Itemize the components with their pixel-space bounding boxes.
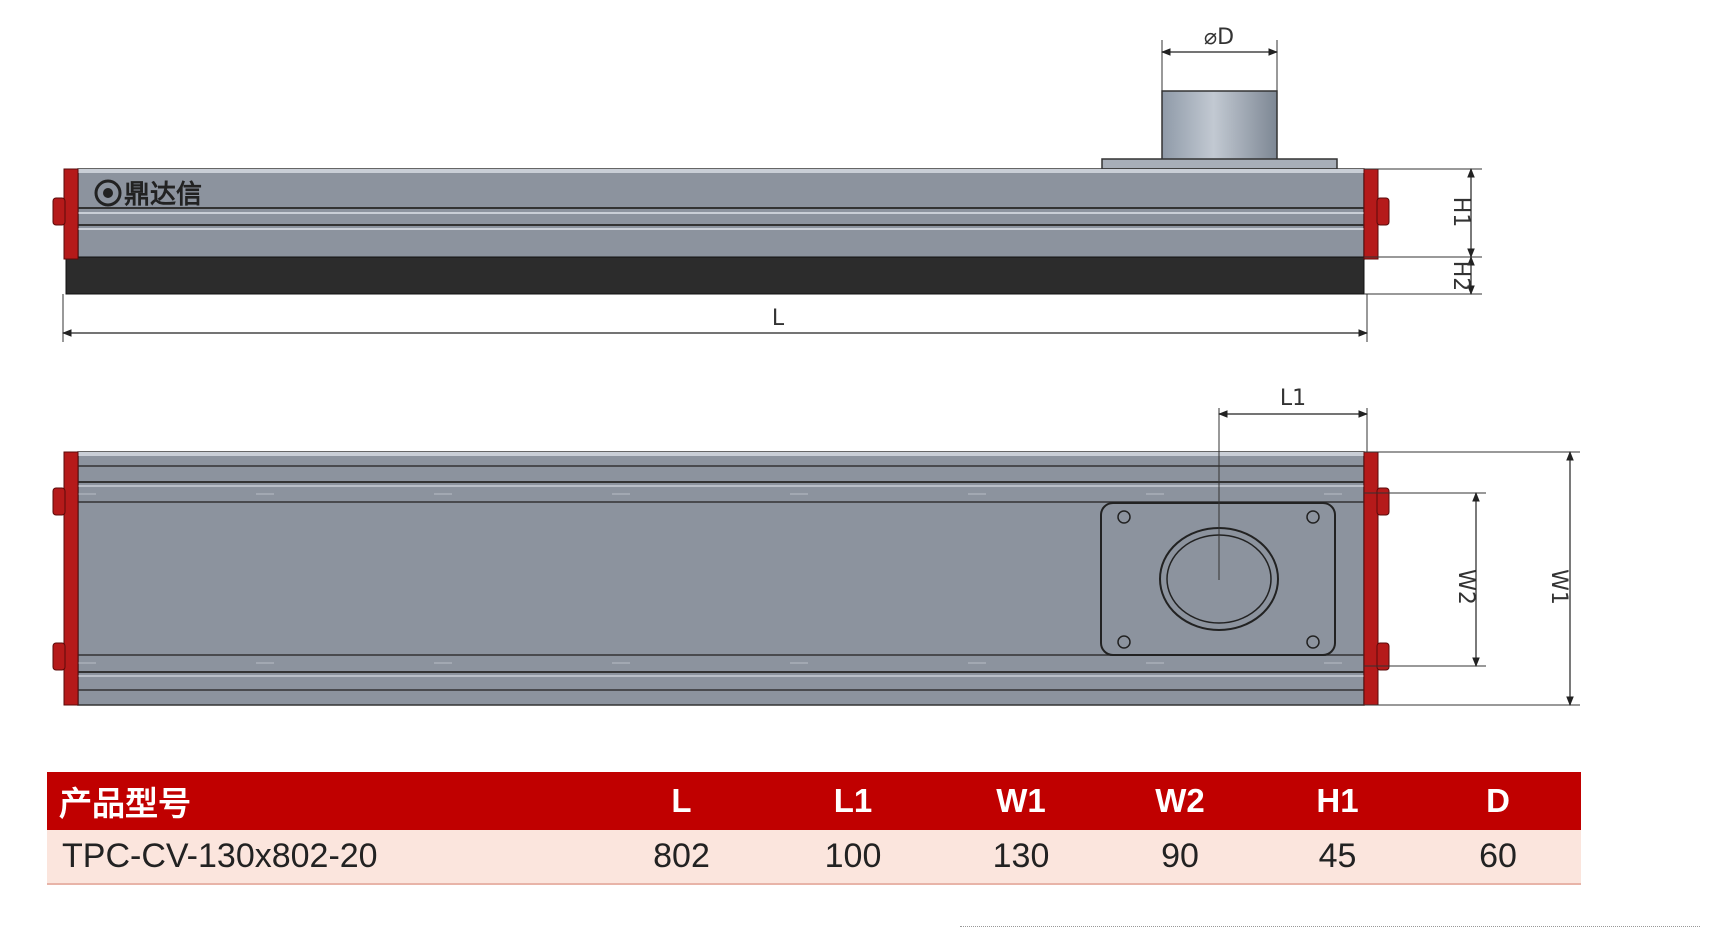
brand-logo: 鼎达信 <box>94 179 202 210</box>
label-l1: L1 <box>1280 386 1306 411</box>
table-row: TPC-CV-130x802-20 802 100 130 90 45 60 <box>47 830 1581 885</box>
label-l: L <box>772 306 785 331</box>
cell-h1: 45 <box>1260 830 1415 885</box>
cell-model: TPC-CV-130x802-20 <box>47 830 599 885</box>
end-cap-left-top <box>63 451 79 706</box>
cell-l: 802 <box>599 830 764 885</box>
dimension-w2: W2 <box>1364 492 1486 667</box>
outlet-pipe <box>1161 90 1278 161</box>
spec-table-header: 产品型号 L L1 W1 W2 H1 D <box>47 772 1581 830</box>
cell-w1: 130 <box>942 830 1100 885</box>
dimension-l: L <box>62 294 1368 342</box>
outlet-plate <box>1100 502 1336 656</box>
header-l1: L1 <box>764 772 942 830</box>
top-view <box>52 451 1390 706</box>
rubber-base <box>65 256 1365 295</box>
dimension-d: ⌀D <box>1161 25 1278 92</box>
footer-divider <box>960 926 1700 927</box>
end-cap-right <box>1363 168 1379 260</box>
header-w1: W1 <box>942 772 1100 830</box>
header-d: D <box>1415 772 1581 830</box>
end-cap-right-top <box>1363 451 1379 706</box>
label-w2: W2 <box>1453 569 1478 605</box>
cell-l1: 100 <box>764 830 942 885</box>
header-l: L <box>599 772 764 830</box>
end-cap-left <box>63 168 79 260</box>
outlet-flange <box>1101 158 1338 170</box>
header-h1: H1 <box>1260 772 1415 830</box>
label-d: ⌀D <box>1204 25 1234 50</box>
header-w2: W2 <box>1100 772 1260 830</box>
cell-d: 60 <box>1415 830 1581 885</box>
label-h2: H2 <box>1448 261 1473 292</box>
dimension-w1: W1 <box>1364 451 1580 706</box>
label-w1: W1 <box>1546 569 1571 605</box>
header-model: 产品型号 <box>47 772 599 830</box>
dimension-l1: L1 <box>1218 386 1368 580</box>
dimension-h1-h2: H1 H2 <box>1364 168 1482 295</box>
brand-logo-text: 鼎达信 <box>124 180 202 210</box>
front-view: 鼎达信 <box>52 90 1390 295</box>
label-h1: H1 <box>1448 197 1473 228</box>
spec-table: 产品型号 L L1 W1 W2 H1 D TPC-CV-130x802-20 8… <box>47 772 1581 885</box>
cell-w2: 90 <box>1100 830 1260 885</box>
